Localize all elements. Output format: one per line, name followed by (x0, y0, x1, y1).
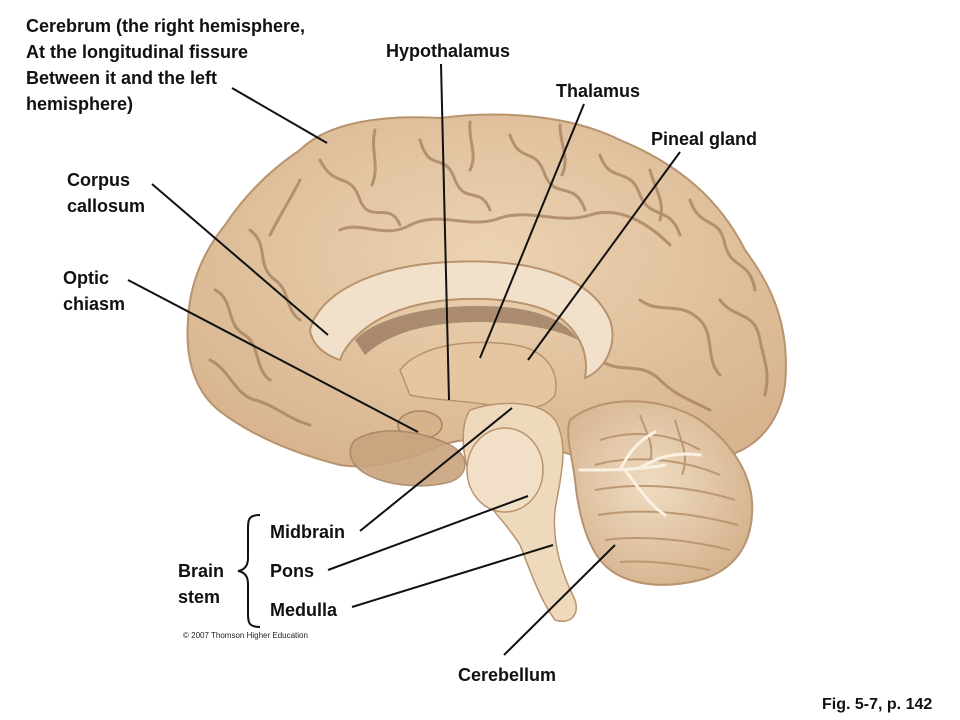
leader-line-midbrain (359, 407, 513, 532)
label-optic-chiasm: Optic chiasm (63, 268, 126, 314)
sulci-pattern (208, 120, 769, 427)
leader-line-thalamus (479, 103, 585, 359)
cerebellum-folia (594, 414, 739, 571)
label-pons: Pons (270, 561, 315, 581)
label-cerebrum: Cerebrum (the right hemisphere, At the l… (26, 16, 306, 114)
leader-line-pineal-gland (527, 151, 681, 361)
copyright-notice: © 2007 Thomson Higher Education (183, 631, 308, 640)
brain-stem-brace (237, 514, 261, 628)
label-corpus-callosum: Corpus callosum (67, 170, 146, 216)
thalamus-shape (399, 341, 557, 410)
leader-line-medulla (351, 544, 554, 608)
label-hypothalamus: Hypothalamus (386, 41, 511, 61)
arbor-vitae (578, 430, 702, 517)
label-midbrain: Midbrain (270, 522, 345, 542)
corpus-callosum-shape (308, 260, 614, 380)
leader-line-corpus-callosum (151, 183, 329, 336)
leader-line-cerebellum (503, 544, 616, 656)
figure-reference: Fig. 5-7, p. 142 (822, 696, 933, 713)
label-brain-stem: Brain stem (178, 561, 225, 607)
leader-line-cerebrum (231, 87, 328, 144)
ventricle-shape (355, 305, 578, 355)
label-cerebellum: Cerebellum (458, 665, 557, 685)
leader-lines (127, 63, 681, 656)
label-thalamus: Thalamus (556, 81, 641, 101)
leader-line-pons (327, 495, 529, 571)
leader-line-hypothalamus (440, 63, 450, 401)
label-medulla: Medulla (270, 600, 338, 620)
leader-line-optic-chiasm (127, 279, 419, 433)
pons-shape (466, 427, 544, 513)
label-pineal-gland: Pineal gland (651, 129, 758, 149)
temporal-lobe-underside (349, 430, 466, 487)
